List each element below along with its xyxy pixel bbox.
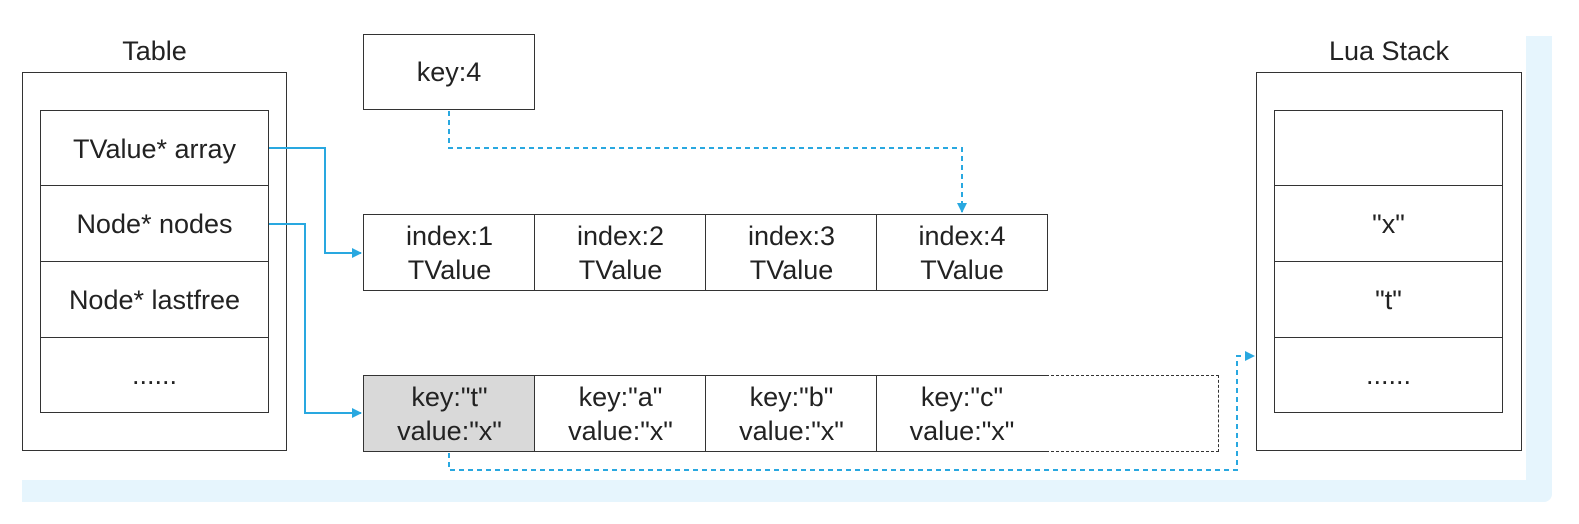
table-title: Table xyxy=(122,36,187,66)
node-value: value:"x" xyxy=(739,415,844,446)
array-cell-1: index:1 TValue xyxy=(363,214,536,291)
key-lookup-arrow xyxy=(448,111,967,213)
node-value: value:"x" xyxy=(909,415,1015,446)
table-field-array: TValue* array xyxy=(40,110,269,187)
stack-slot-t: "t" xyxy=(1274,261,1503,339)
node-key: key:"c" xyxy=(920,381,1004,412)
stack-push-arrow xyxy=(448,351,1255,471)
array-cell-index: index:3 xyxy=(747,220,836,251)
array-cell-index: index:2 xyxy=(576,220,665,251)
node-cell-c: key:"c" value:"x" xyxy=(876,375,1048,452)
key-box: key:4 xyxy=(363,34,535,110)
node-key: key:"a" xyxy=(578,381,663,412)
node-cell-b: key:"b" value:"x" xyxy=(705,375,878,452)
array-pointer-arrow xyxy=(269,147,362,258)
node-value: value:"x" xyxy=(568,415,673,446)
node-key: key:"b" xyxy=(749,381,834,412)
stack-slot-more: ...... xyxy=(1274,337,1503,413)
table-field-more: ...... xyxy=(40,337,269,413)
array-cell-2: index:2 TValue xyxy=(534,214,707,291)
array-cell-index: index:1 xyxy=(405,220,494,251)
array-cell-3: index:3 TValue xyxy=(705,214,878,291)
array-cell-type: TValue xyxy=(578,254,663,285)
node-cell-a: key:"a" value:"x" xyxy=(534,375,707,452)
stack-slot-x: "x" xyxy=(1274,185,1503,263)
lua-stack-title: Lua Stack xyxy=(1328,36,1450,66)
node-key: key:"t" xyxy=(411,381,488,412)
array-cell-index: index:4 xyxy=(918,220,1006,251)
array-cell-type: TValue xyxy=(749,254,834,285)
nodes-pointer-arrow xyxy=(269,223,362,418)
array-cell-type: TValue xyxy=(920,254,1004,285)
array-cell-type: TValue xyxy=(407,254,492,285)
table-field-lastfree: Node* lastfree xyxy=(40,261,269,339)
node-value: value:"x" xyxy=(397,415,502,446)
array-cell-4: index:4 TValue xyxy=(876,214,1048,291)
node-cell-free xyxy=(1046,375,1219,452)
